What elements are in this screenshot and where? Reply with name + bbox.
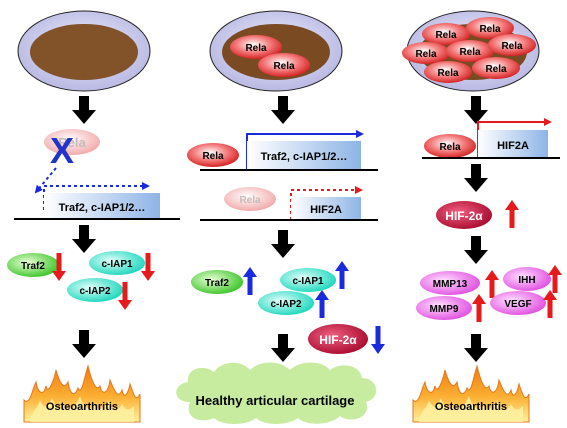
right-hif2a-up-arrow [505, 200, 519, 228]
right-rela-7-label: Rela [485, 64, 507, 75]
center-gene-box-traf [247, 141, 361, 170]
blocked-x-mark: X [50, 130, 74, 171]
right-rela-3 [402, 42, 450, 64]
right-rela-6-label: Rela [437, 68, 459, 79]
right-ihh [503, 267, 551, 291]
center-cloud-shape [176, 362, 377, 424]
left-ciap1 [89, 251, 145, 275]
right-rela-1-label: Rela [435, 30, 457, 41]
right-mmp9-up-arrow [472, 294, 486, 322]
right-mmp13 [420, 271, 480, 295]
right-rela-4-label: Rela [459, 47, 481, 58]
left-rela-faded [44, 129, 100, 155]
right-down-arrow-2 [464, 164, 488, 192]
right-rela-2 [466, 17, 514, 39]
center-traf2 [191, 270, 243, 294]
right-fire-icon [412, 365, 530, 423]
right-rela-active [424, 134, 476, 158]
left-ciap1-label: c-IAP1 [101, 259, 133, 270]
center-traf2-up-arrow [243, 267, 257, 295]
left-down-arrow-2 [72, 225, 96, 253]
center-hif2a-down-arrow [371, 326, 385, 354]
center-ciap2-label: c-IAP2 [270, 299, 302, 310]
left-traf2 [7, 253, 59, 277]
center-down-arrow-3 [271, 334, 295, 362]
center-gene-traf-label: Traf2, c-IAP1/2… [261, 151, 348, 163]
center-outcome-label: Healthy articular cartilage [196, 393, 355, 408]
center-rela-active [187, 143, 239, 167]
right-down-arrow-3 [464, 236, 488, 264]
left-ciap2-label: c-IAP2 [79, 286, 111, 297]
right-vegf-label: VEGF [504, 299, 531, 310]
right-mmp9-label: MMP9 [430, 304, 459, 315]
right-mmp13-up-arrow [485, 270, 499, 298]
right-vegf [490, 291, 546, 315]
right-rela-active-label: Rela [439, 142, 461, 153]
right-rela-6 [424, 61, 472, 83]
left-gene-label: Traf2, c-IAP1/2… [59, 202, 146, 214]
right-outcome-label: Osteoarthritis [435, 401, 507, 413]
right-mmp9 [416, 296, 472, 320]
center-ciap2-up-arrow [315, 290, 329, 318]
center-rela-faded [224, 187, 276, 211]
center-down-arrow-2 [271, 230, 295, 258]
center-traf2-label: Traf2 [205, 278, 229, 289]
right-mmp13-label: MMP13 [433, 279, 468, 290]
left-outcome-label: Osteoarthritis [46, 401, 118, 413]
left-down-arrow-3 [72, 330, 96, 358]
center-gene-hif-label: HIF2A [310, 204, 342, 216]
left-gene-box [44, 193, 160, 219]
left-traf2-label: Traf2 [21, 261, 45, 272]
right-rela-5 [488, 34, 536, 56]
center-promoter-arrow-hif [290, 186, 363, 220]
right-rela-2-label: Rela [479, 24, 501, 35]
left-rela-faded-label: Rela [58, 135, 86, 150]
right-gene-box-hif [478, 130, 548, 158]
right-down-arrow-1 [464, 96, 488, 124]
right-rela-1 [422, 23, 470, 45]
center-hif2a [308, 324, 368, 354]
right-down-arrow-4 [464, 334, 488, 362]
right-rela-5-label: Rela [501, 41, 523, 52]
center-rela-faded-label: Rela [239, 195, 261, 206]
right-ihh-label: IHH [518, 275, 535, 286]
left-pathway: Rela X Traf2, c-IAP1/2… Traf2 c-IAP1 c-I… [7, 10, 180, 423]
right-rela-4 [446, 40, 494, 62]
center-rela-2-label: Rela [273, 61, 295, 72]
left-down-arrow-1 [72, 96, 96, 124]
center-ciap1-up-arrow [335, 261, 349, 289]
right-hif2a-label: HIF-2α [445, 209, 483, 223]
center-down-arrow-1 [271, 96, 295, 124]
center-ciap1-label: c-IAP1 [292, 276, 324, 287]
center-gene-box-hif [291, 197, 361, 220]
center-rela-1 [230, 35, 282, 59]
left-blocked-binding-arrow [34, 167, 57, 194]
center-rela-1-label: Rela [245, 43, 267, 54]
left-fire-icon [23, 365, 141, 423]
left-ciap2 [67, 278, 123, 302]
center-pathway: Rela Rela Rela Traf2, c-IAP1/2… Rela HIF… [176, 10, 385, 424]
center-ciap1 [280, 268, 336, 292]
center-hif2a-label: HIF-2α [319, 333, 357, 347]
right-rela-7 [472, 57, 520, 79]
center-rela-2 [258, 53, 310, 77]
center-ciap2 [258, 291, 314, 315]
right-gene-hif-label: HIF2A [497, 140, 529, 152]
right-rela-3-label: Rela [415, 49, 437, 60]
right-pathway: Rela Rela Rela Rela Rela Rela Rela Rela … [402, 10, 562, 423]
right-hif2a [436, 201, 492, 229]
center-rela-active-label: Rela [202, 151, 224, 162]
